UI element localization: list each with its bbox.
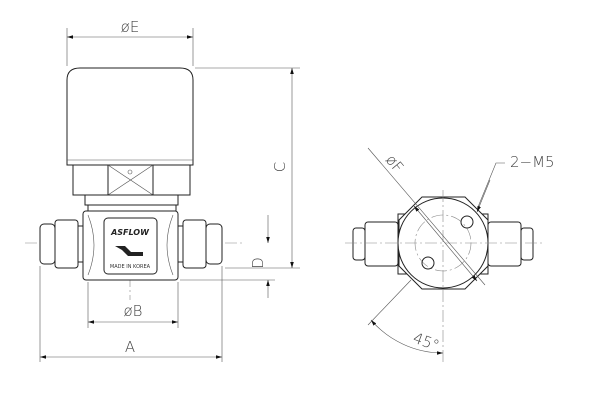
dim-a: A — [125, 338, 135, 356]
origin-label: MADE IN KOREA — [110, 264, 151, 270]
dim-e: øE — [121, 18, 140, 36]
left-fitting — [39, 219, 84, 269]
dim-d: D — [249, 257, 267, 269]
dim-b: øB — [124, 302, 143, 320]
dim-f: øF — [382, 151, 407, 176]
dim-c: C — [271, 162, 289, 172]
actuator-cap — [66, 67, 194, 166]
dim-angle: 45° — [411, 329, 442, 355]
side-view: øF 2−M5 45° — [345, 147, 555, 365]
flow-arrow-icon — [115, 246, 143, 256]
right-fitting — [177, 219, 223, 269]
dim-holes: 2−M5 — [510, 153, 555, 171]
brand-label: ASFLOW — [110, 228, 150, 237]
front-view: ASFLOW MADE IN KOREA øE C D øB A — [25, 18, 300, 362]
